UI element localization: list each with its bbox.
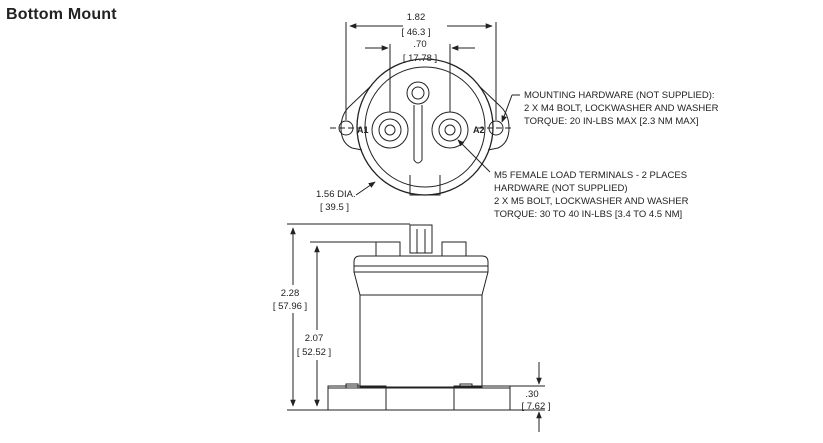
svg-text:TORQUE: 30 TO 40 IN-LBS [3.4 T: TORQUE: 30 TO 40 IN-LBS [3.4 TO 4.5 NM] bbox=[494, 209, 682, 220]
dim-base-in: .30 bbox=[525, 389, 538, 400]
dim-height-body-mm: [ 52.52 ] bbox=[297, 347, 331, 358]
terminal-label-a2: A2 bbox=[473, 125, 485, 135]
dim-spacing-mm: [ 17.78 ] bbox=[403, 53, 437, 64]
dim-height-overall-in: 2.28 bbox=[281, 288, 300, 299]
load-terminal-left bbox=[371, 111, 409, 149]
dim-diameter-mm: [ 39.5 ] bbox=[320, 202, 349, 213]
dim-spacing-in: .70 bbox=[413, 39, 426, 50]
terminal-label-a1: A1 bbox=[357, 125, 369, 135]
svg-text:TORQUE: 20 IN-LBS MAX [2.3 NM: TORQUE: 20 IN-LBS MAX [2.3 NM MAX] bbox=[524, 116, 699, 127]
svg-text:MOUNTING HARDWARE (NOT SUPPLIE: MOUNTING HARDWARE (NOT SUPPLIED): bbox=[524, 90, 715, 101]
contactor-base bbox=[327, 387, 511, 411]
load-terminal-right bbox=[431, 111, 469, 149]
page-title: Bottom Mount bbox=[6, 6, 117, 23]
contactor-body bbox=[359, 294, 483, 388]
top-view bbox=[330, 22, 520, 196]
body-inner-circle bbox=[364, 66, 486, 188]
coil-terminal bbox=[406, 81, 430, 105]
dim-diameter-in: 1.56 DIA. bbox=[316, 189, 356, 200]
dim-height-body-in: 2.07 bbox=[305, 333, 324, 344]
svg-text:2 X M5 BOLT, LOCKWASHER AND WA: 2 X M5 BOLT, LOCKWASHER AND WASHER bbox=[494, 196, 689, 207]
center-slot bbox=[413, 105, 423, 164]
contactor-cap bbox=[353, 255, 489, 273]
dim-base-mm: [ 7.62 ] bbox=[521, 401, 550, 412]
dim-width-in: 1.82 bbox=[407, 12, 426, 23]
side-view bbox=[287, 223, 545, 432]
svg-text:HARDWARE (NOT SUPPLIED): HARDWARE (NOT SUPPLIED) bbox=[494, 183, 628, 194]
mounting-note: MOUNTING HARDWARE (NOT SUPPLIED): 2 X M4… bbox=[524, 90, 719, 127]
svg-text:2 X M4 BOLT, LOCKWASHER AND WA: 2 X M4 BOLT, LOCKWASHER AND WASHER bbox=[524, 103, 719, 114]
dim-width-mm: [ 46.3 ] bbox=[401, 27, 430, 38]
terminal-note: M5 FEMALE LOAD TERMINALS - 2 PLACES HARD… bbox=[494, 170, 689, 220]
svg-text:M5 FEMALE LOAD TERMINALS - 2 P: M5 FEMALE LOAD TERMINALS - 2 PLACES bbox=[494, 170, 687, 181]
dim-height-overall-mm: [ 57.96 ] bbox=[273, 301, 307, 312]
